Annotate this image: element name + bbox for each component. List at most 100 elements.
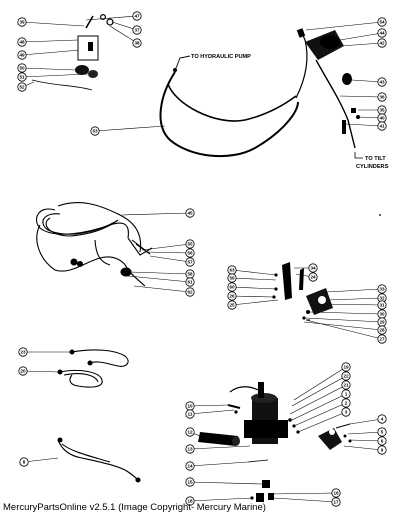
callout-circle [17,82,27,92]
switch-boot-part [75,65,89,75]
callout-circle [377,28,387,38]
callout-circle [227,291,237,301]
switch-part [88,42,93,51]
callout-number: 31 [379,303,385,308]
callout-circle [90,126,100,136]
callout-number: 39 [19,20,25,25]
leader-line [133,285,191,293]
callout-number: 17 [333,500,339,505]
callout-circle [185,287,195,297]
callout-number: 35 [379,108,385,113]
callout-circle [341,380,351,390]
switch-lead-part [31,79,93,91]
callout-number: 41 [379,124,385,129]
leader-line [291,375,347,407]
leader-line [289,384,347,415]
leader-line [345,123,383,127]
pin-part [85,15,94,29]
leader-line [349,439,383,442]
leader-line [291,393,347,421]
callout-number: 11 [188,412,193,417]
leader-line [127,275,191,283]
callout-circle [377,38,387,48]
callout-circle [185,208,195,218]
callout-number: 44 [379,31,385,36]
callout-circle [19,457,29,467]
callout-circle [341,371,351,381]
leader-line [297,411,347,433]
leader-line [149,255,191,263]
callout-number: 3 [345,410,348,415]
callout-number: 14 [187,464,193,469]
leader-line [21,67,77,71]
leader-line [351,79,383,83]
callout-circle [185,461,195,471]
callout-circle [377,300,387,310]
callout-circle [185,496,195,506]
leader-line [269,492,337,495]
callout-circle [185,248,195,258]
callout-circle [17,37,27,47]
callout-number: 34 [310,266,316,271]
callout-number: 6 [381,439,384,444]
callout-circle [17,17,27,27]
leader-line [273,497,337,503]
callout-circle [185,257,195,267]
callout-number: 55 [187,242,193,247]
leader-line [305,21,383,31]
leader-lines [21,15,383,503]
leader-line [231,299,279,306]
callout-circle [377,325,387,335]
callout-number: 40 [379,116,385,121]
tilt-arrow [354,152,363,159]
callout-circle [377,77,387,87]
callout-number: 57 [187,260,193,265]
callout-circle [17,72,27,82]
callout-group: 4737383948495051525354444243363540414555… [17,11,387,507]
pump-motor-assembly [198,382,352,502]
stray-dot [379,214,381,216]
callout-number: 53 [92,129,98,134]
leader-line [305,317,383,323]
callout-number: 4 [381,417,384,422]
callout-circle [331,488,341,498]
callout-circle [17,50,27,60]
hydraulic-hose [159,32,308,158]
callout-circle [185,239,195,249]
callout-number: 52 [19,85,25,90]
callout-number: 36 [379,95,385,100]
callout-number: 19 [343,365,349,370]
callout-circle [331,497,341,507]
leader-line [129,271,191,275]
leader-line [189,481,263,485]
callout-circle [18,347,28,357]
callout-number: 47 [134,14,140,19]
callout-circle [341,389,351,399]
callout-circle [377,334,387,344]
leader-line [231,286,277,290]
callout-number: 58 [187,272,193,277]
leader-line [339,95,383,98]
callout-circle [185,477,195,487]
leader-line [22,370,61,373]
callout-circle [18,366,28,376]
callout-circle [341,407,351,417]
copyright-footer: MercuryPartsOnline v2.5.1 (Image Copyrig… [3,502,266,513]
leader-line [189,445,251,450]
callout-circle [377,414,387,424]
leader-line [231,269,277,276]
callout-number: 27 [379,337,385,342]
callout-circle [132,38,142,48]
callout-circle [185,277,195,287]
callout-circle [227,273,237,283]
callout-number: 42 [379,41,385,46]
leader-line [327,297,383,301]
callout-circle [377,445,387,455]
callout-circle [185,444,195,454]
leader-line [303,321,383,331]
callout-number: 5 [381,430,384,435]
callout-number: 29 [379,320,385,325]
callout-circle [308,263,318,273]
callout-number: 1 [345,392,348,397]
callout-circle [17,63,27,73]
